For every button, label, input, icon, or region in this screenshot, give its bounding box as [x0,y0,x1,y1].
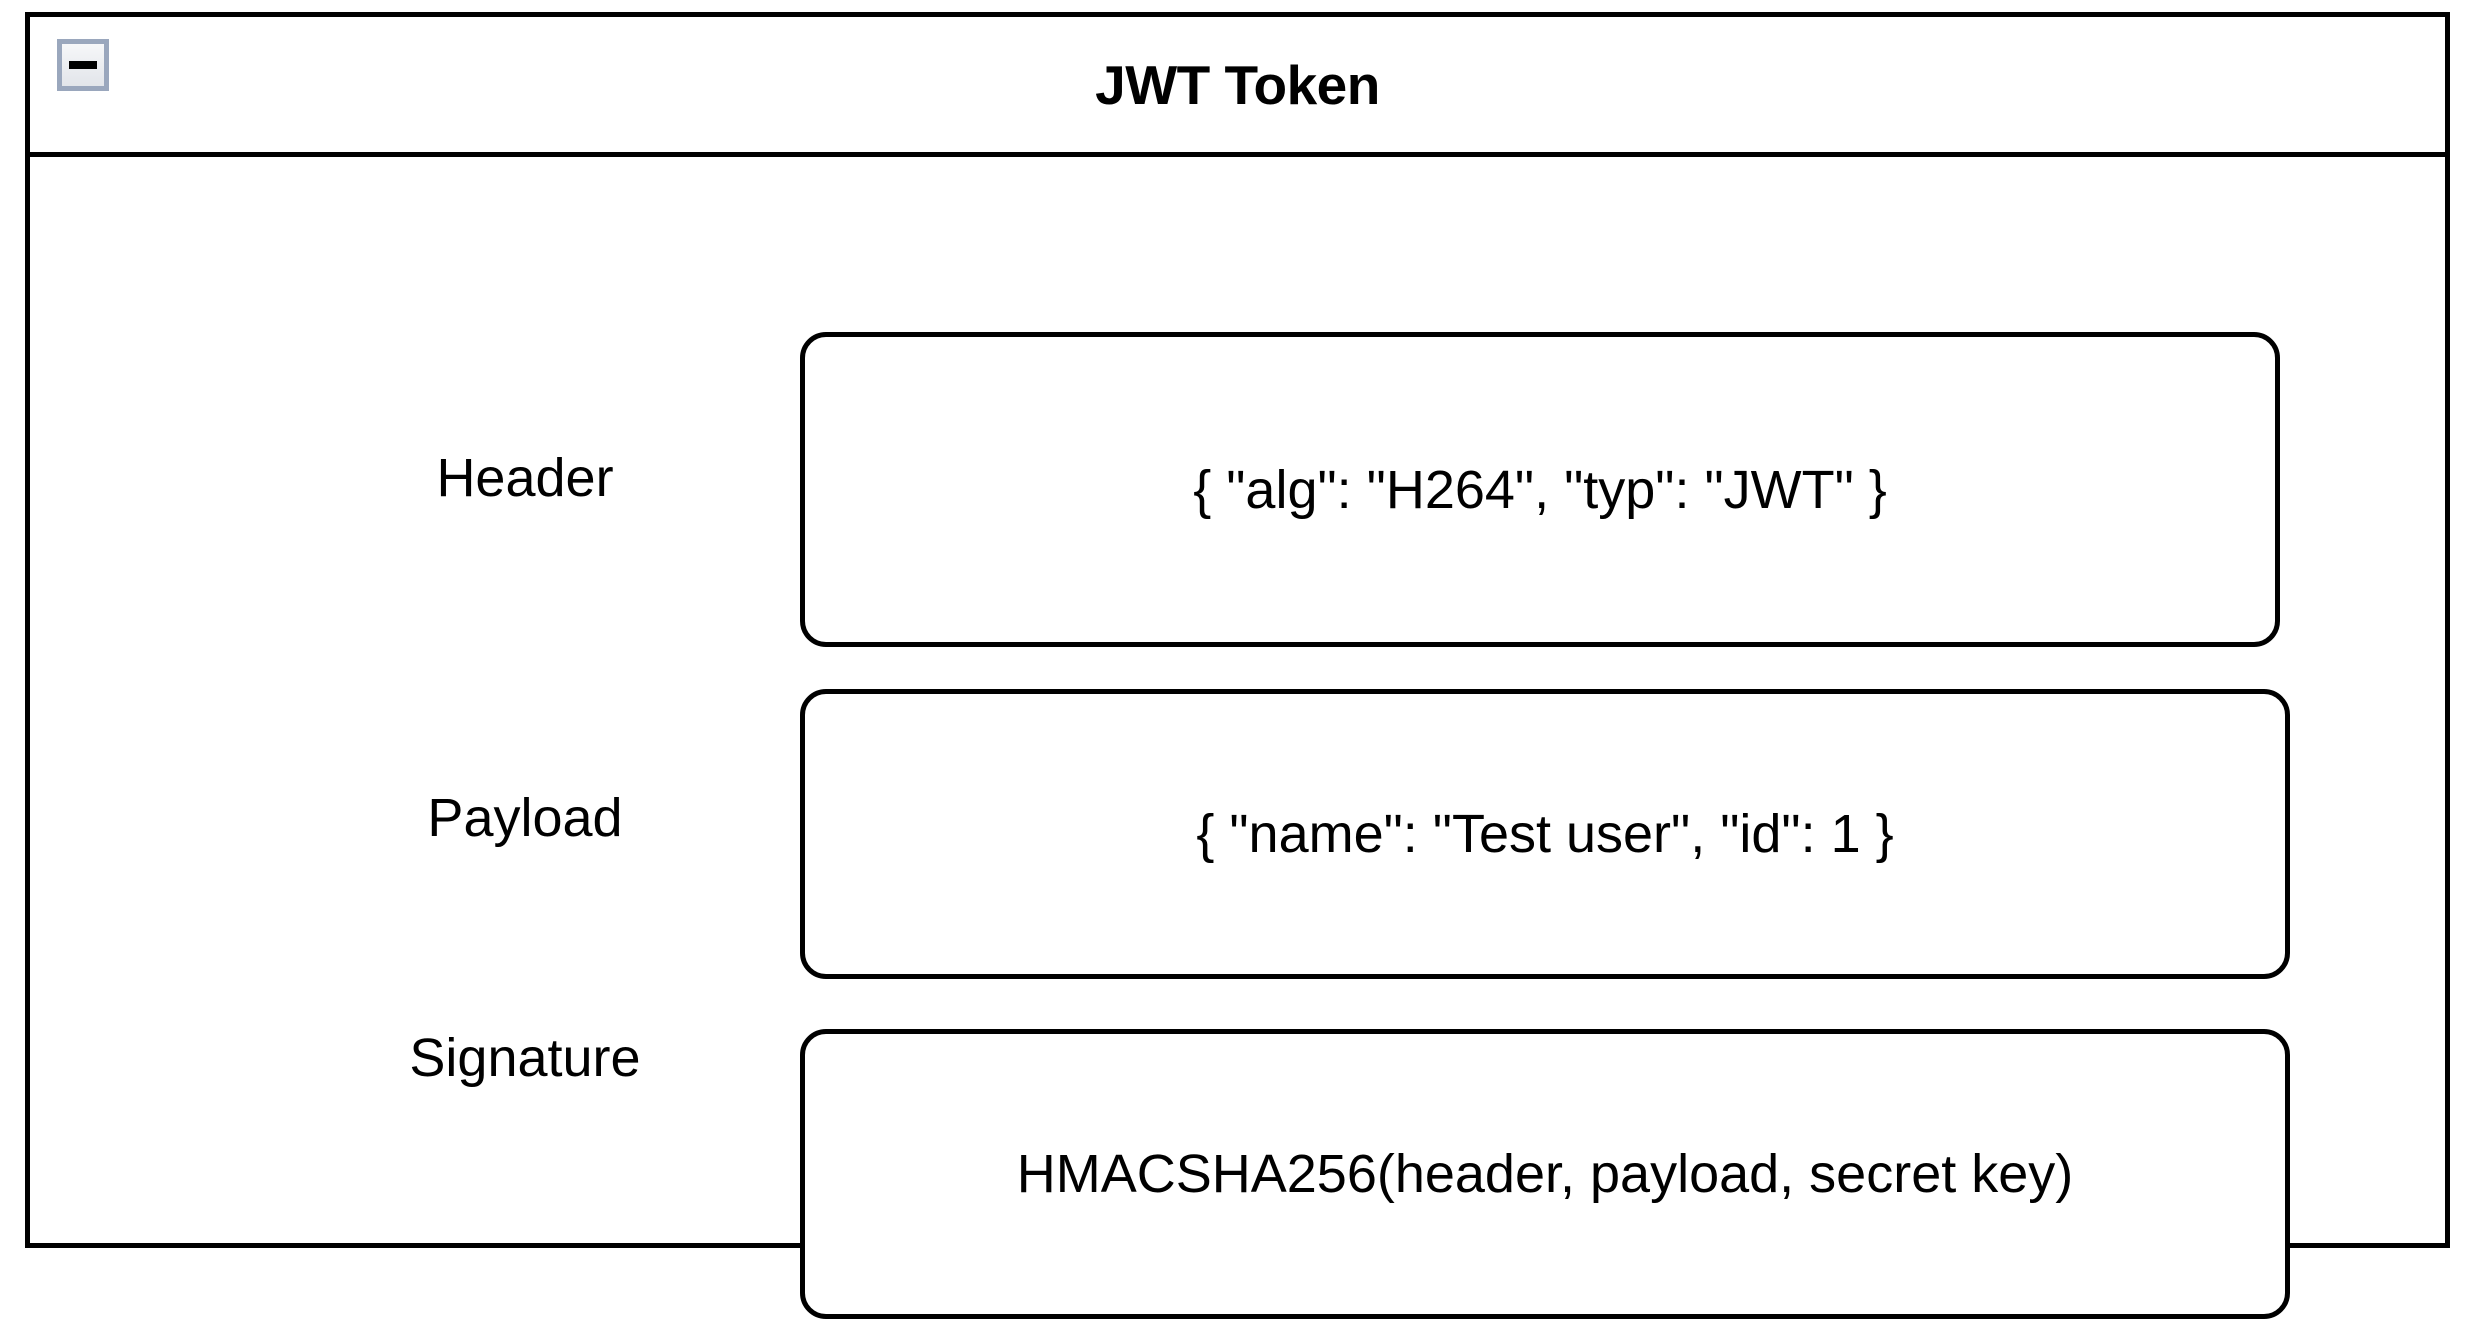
token-box-signature: HMACSHA256(header, payload, secret key) [800,1029,2290,1319]
row-label-signature: Signature [409,1028,641,1088]
minus-icon [69,61,97,69]
token-value-header: { "alg": "H264", "typ": "JWT" } [1193,459,1887,520]
panel-body: Header { "alg": "H264", "typ": "JWT" } P… [30,157,2445,1319]
panel-title: JWT Token [1095,53,1380,116]
collapse-button[interactable] [57,39,109,91]
row-label-payload: Payload [427,788,623,848]
token-value-signature: HMACSHA256(header, payload, secret key) [1016,1144,2074,1204]
panel-title-bar: JWT Token [30,17,2445,157]
token-box-header: { "alg": "H264", "typ": "JWT" } [800,332,2280,647]
row-label-header: Header [436,448,614,508]
jwt-token-panel: JWT Token Header { "alg": "H264", "typ":… [25,12,2450,1319]
token-box-payload: { "name": "Test user", "id": 1 } [800,689,2290,979]
token-value-payload: { "name": "Test user", "id": 1 } [1196,804,1894,864]
